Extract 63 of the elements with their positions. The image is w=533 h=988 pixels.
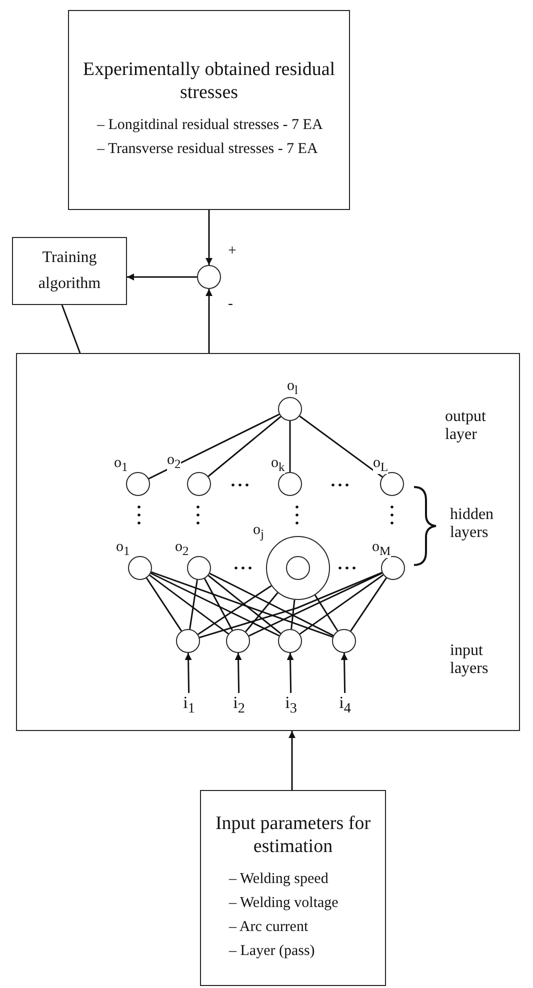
arrow [127,274,197,280]
neuron-circle [266,536,330,600]
connector-line [208,416,282,477]
connector-line [248,572,382,637]
neuron-circle [187,556,211,580]
neuron-circle [278,472,302,496]
neuron-circle [278,397,302,421]
box-heading: Input parameters for estimation [214,813,372,859]
neuron-circle [380,472,404,496]
neuron-circle [176,629,200,653]
connector-line [198,585,272,635]
connector-line [204,578,233,631]
input-label: i$_{2}$ [228,693,250,717]
input-label: i$_{4}$ [334,693,356,717]
connector-line [299,574,384,635]
connector-line [150,572,280,636]
connector-line [208,574,282,634]
neuron-circle [332,629,356,653]
neuron-circle [278,629,302,653]
connector-line [245,592,278,632]
summing-junction [197,265,221,289]
layer-label: input layers [450,642,490,679]
list-item: – Transverse residual stresses - 7 EA [97,140,319,158]
arrow [184,652,192,694]
list-item: – Longitdinal residual stresses - 7 EA [97,116,324,134]
connector-line [290,600,296,630]
box-heading: Experimentally obtained residual stresses [82,59,336,105]
connector-line [148,414,280,480]
connector-line [151,571,333,638]
connector-line [209,572,334,636]
process-box [12,237,127,305]
list-item: – Welding speed [229,870,330,888]
arrow [288,731,296,790]
connector-line [289,421,291,472]
neuron-circle [226,629,250,653]
input-label: i$_{1}$ [178,693,200,717]
neuron-circle [381,556,405,580]
connector-line [149,574,229,634]
list-item: – Layer (pass) [229,942,316,960]
list-item: – Arc current [229,918,310,936]
network-box [16,353,520,731]
box-label: Training algorithm [37,248,102,294]
connector-line [189,580,198,630]
layer-label: hidden layers [450,506,495,543]
list-item: – Welding voltage [229,894,340,912]
connector-line [146,578,182,632]
connector-line [314,594,338,632]
arrow [286,652,294,694]
process-box [68,10,350,210]
neuron-circle [126,472,150,496]
connector-line [61,304,81,354]
arrow [340,652,348,694]
arrow [234,652,242,694]
arrow [206,289,212,353]
connector-line [350,578,387,632]
neuron-circle [128,556,152,580]
connector-line [199,572,382,638]
input-label: i$_{3}$ [280,693,302,717]
process-box [200,790,386,986]
neuron-circle [187,472,211,496]
layer-label: output layer [445,408,487,445]
connector-line [299,416,383,478]
arrow [206,210,212,265]
